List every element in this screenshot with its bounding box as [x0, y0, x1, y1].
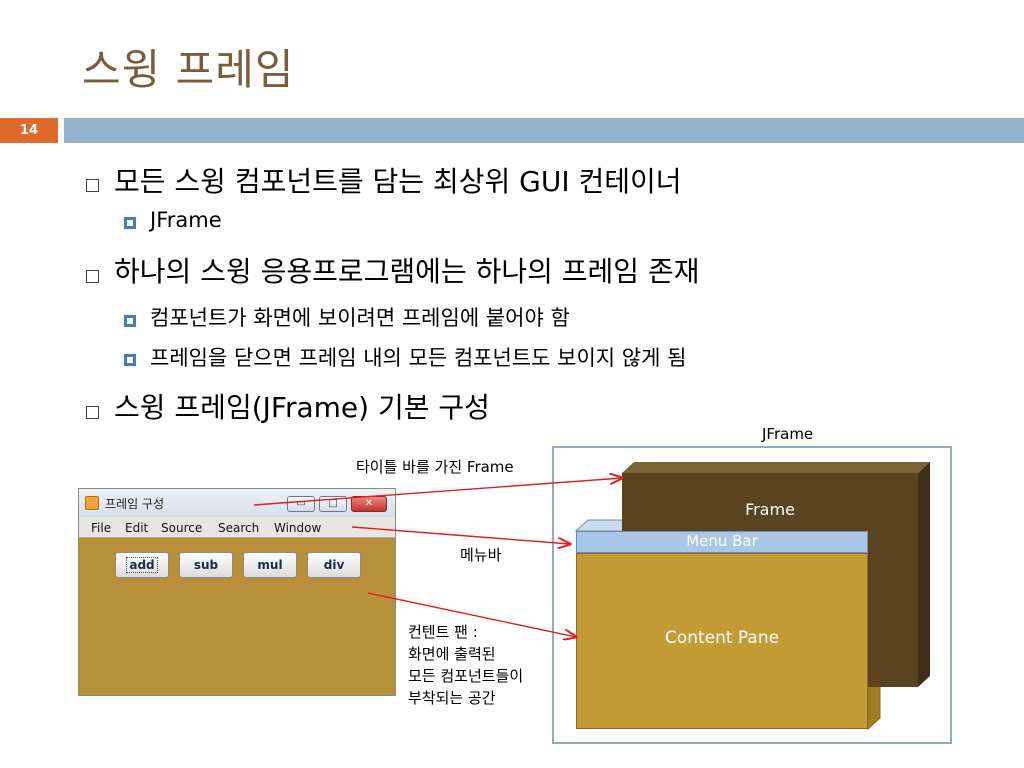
content-pane-annotation-4: 부착되는 공간 [408, 689, 496, 707]
menu-source[interactable]: Source [161, 521, 203, 535]
slide-title: 스윙 프레임 [82, 45, 295, 94]
close-button[interactable]: ✕ [351, 496, 387, 512]
menubar-layer-label: Menu Bar [686, 532, 758, 550]
menu-search[interactable]: Search [218, 521, 260, 535]
frame-side-edge [918, 462, 930, 687]
mul-button[interactable]: mul [243, 552, 297, 578]
content-pane-annotation-3: 모든 컴포넌트들이 [408, 667, 524, 685]
mul-button-label: mul [257, 558, 283, 572]
header-bar [64, 118, 1024, 143]
sub-bullet-marker [124, 354, 136, 366]
title-bar-annotation: 타이틀 바를 가진 Frame [356, 458, 514, 476]
bullet-2: 하나의 스윙 응용프로그램에는 하나의 프레임 존재 [114, 255, 700, 288]
menu-edit[interactable]: Edit [125, 521, 149, 535]
window-title-bar[interactable]: 프레임 구성 ▭ □ ✕ [79, 489, 395, 518]
div-button[interactable]: div [307, 552, 361, 578]
jframe-label: JFrame [762, 425, 814, 443]
bullet-marker [86, 270, 99, 283]
bullet-1: 모든 스윙 컴포넌트를 담는 최상위 GUI 컨테이너 [114, 165, 682, 198]
maximize-button[interactable]: □ [319, 496, 347, 512]
menu-window[interactable]: Window [274, 521, 322, 535]
content-pane-label: Content Pane [664, 628, 780, 648]
frame-layer-label: Frame [745, 500, 795, 519]
minimize-button[interactable]: ▭ [287, 496, 315, 512]
frame-top-edge [622, 462, 930, 473]
sub-bullet-marker [124, 217, 136, 229]
java-cup-icon [85, 496, 99, 510]
bullet-1-1: JFrame [150, 208, 222, 232]
sub-bullet-marker [124, 315, 136, 327]
add-button-label: add [126, 557, 158, 573]
bullet-marker [86, 179, 99, 192]
bullet-2-1: 컴포넌트가 화면에 보이려면 프레임에 붙어야 함 [150, 306, 570, 330]
window-title: 프레임 구성 [105, 497, 165, 511]
window-menu-bar [79, 517, 395, 538]
menu-file[interactable]: File [91, 521, 112, 535]
div-button-label: div [323, 558, 345, 572]
bullet-2-2: 프레임을 닫으면 프레임 내의 모든 컴포넌트도 보이지 않게 됨 [150, 346, 687, 370]
menubar-layer [576, 531, 868, 553]
sub-button-label: sub [193, 558, 219, 572]
add-button[interactable]: add [115, 552, 169, 578]
content-pane-annotation-2: 화면에 출력된 [408, 645, 496, 663]
content-pane-layer [576, 553, 868, 729]
content-pane-annotation-1: 컨텐트 팬 : [408, 623, 478, 641]
menubar-annotation: 메뉴바 [460, 546, 502, 564]
sample-swing-window: 프레임 구성 ▭ □ ✕ File Edit Source Search Win… [78, 488, 396, 696]
sub-button[interactable]: sub [179, 552, 233, 578]
slide-number: 14 [0, 118, 58, 143]
bullet-marker [86, 406, 99, 419]
bullet-3: 스윙 프레임(JFrame) 기본 구성 [114, 391, 490, 424]
